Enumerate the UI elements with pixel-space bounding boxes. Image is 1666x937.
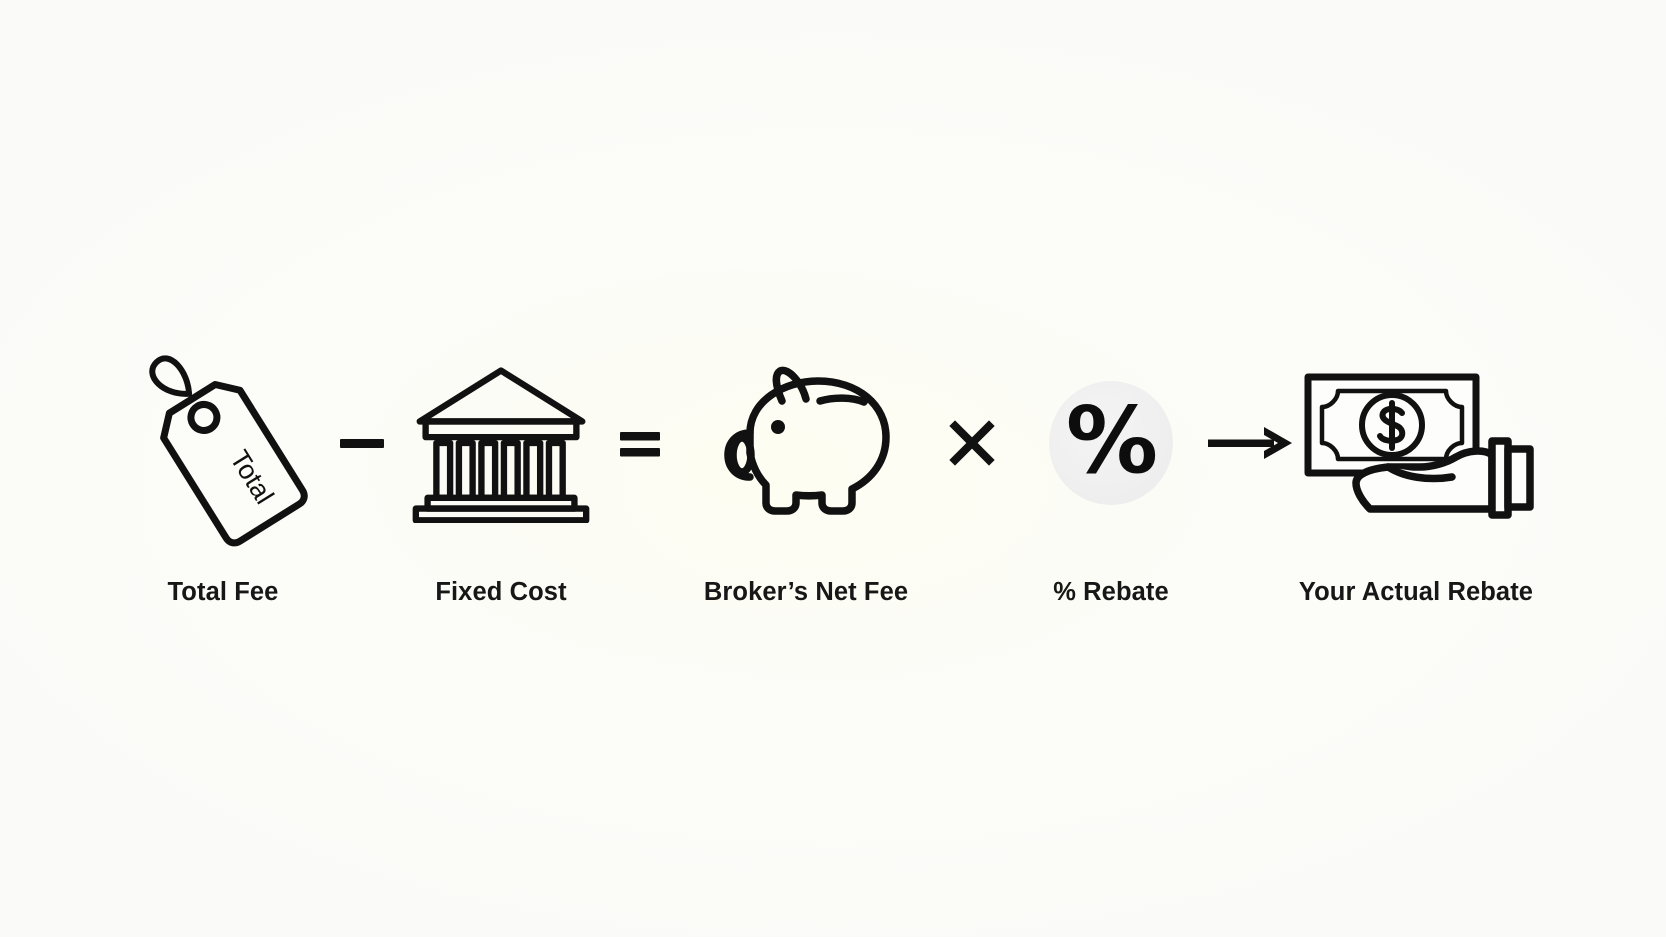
arrow-right-icon xyxy=(1208,427,1292,459)
arrow-operator xyxy=(1204,318,1296,568)
minus-icon xyxy=(340,439,384,448)
label-fixed-cost: Fixed Cost xyxy=(435,577,567,606)
formula-label-row: Total Fee Fixed Cost Broker’s Net Fee % … xyxy=(0,566,1666,618)
piggy-bank-icon xyxy=(724,366,890,515)
price-tag-text: Total xyxy=(224,445,280,509)
label-brokers-net-fee: Broker’s Net Fee xyxy=(703,577,909,606)
step-brokers-net-fee xyxy=(686,318,926,568)
multiply-icon xyxy=(949,420,995,466)
multiply-operator xyxy=(926,318,1018,568)
percent-icon: % xyxy=(1065,387,1158,494)
label-percent-rebate: % Rebate xyxy=(1053,577,1169,606)
percent-bubble xyxy=(1049,381,1173,505)
formula-icon-row: Total xyxy=(0,318,1666,568)
price-tag-icon: Total xyxy=(149,355,308,547)
step-your-actual-rebate xyxy=(1296,318,1536,568)
label-your-actual-rebate: Your Actual Rebate xyxy=(1298,577,1534,606)
equals-icon xyxy=(620,432,660,457)
bank-building-icon xyxy=(412,367,590,523)
step-fixed-cost xyxy=(408,318,594,568)
piggy-eye-icon xyxy=(771,419,785,434)
label-total-fee: Total Fee xyxy=(167,577,279,606)
cash-in-hand-icon xyxy=(1304,373,1534,519)
minus-operator xyxy=(316,318,408,568)
step-percent-rebate: % xyxy=(1018,318,1204,568)
equals-operator xyxy=(594,318,686,568)
step-total-fee: Total xyxy=(130,318,316,568)
